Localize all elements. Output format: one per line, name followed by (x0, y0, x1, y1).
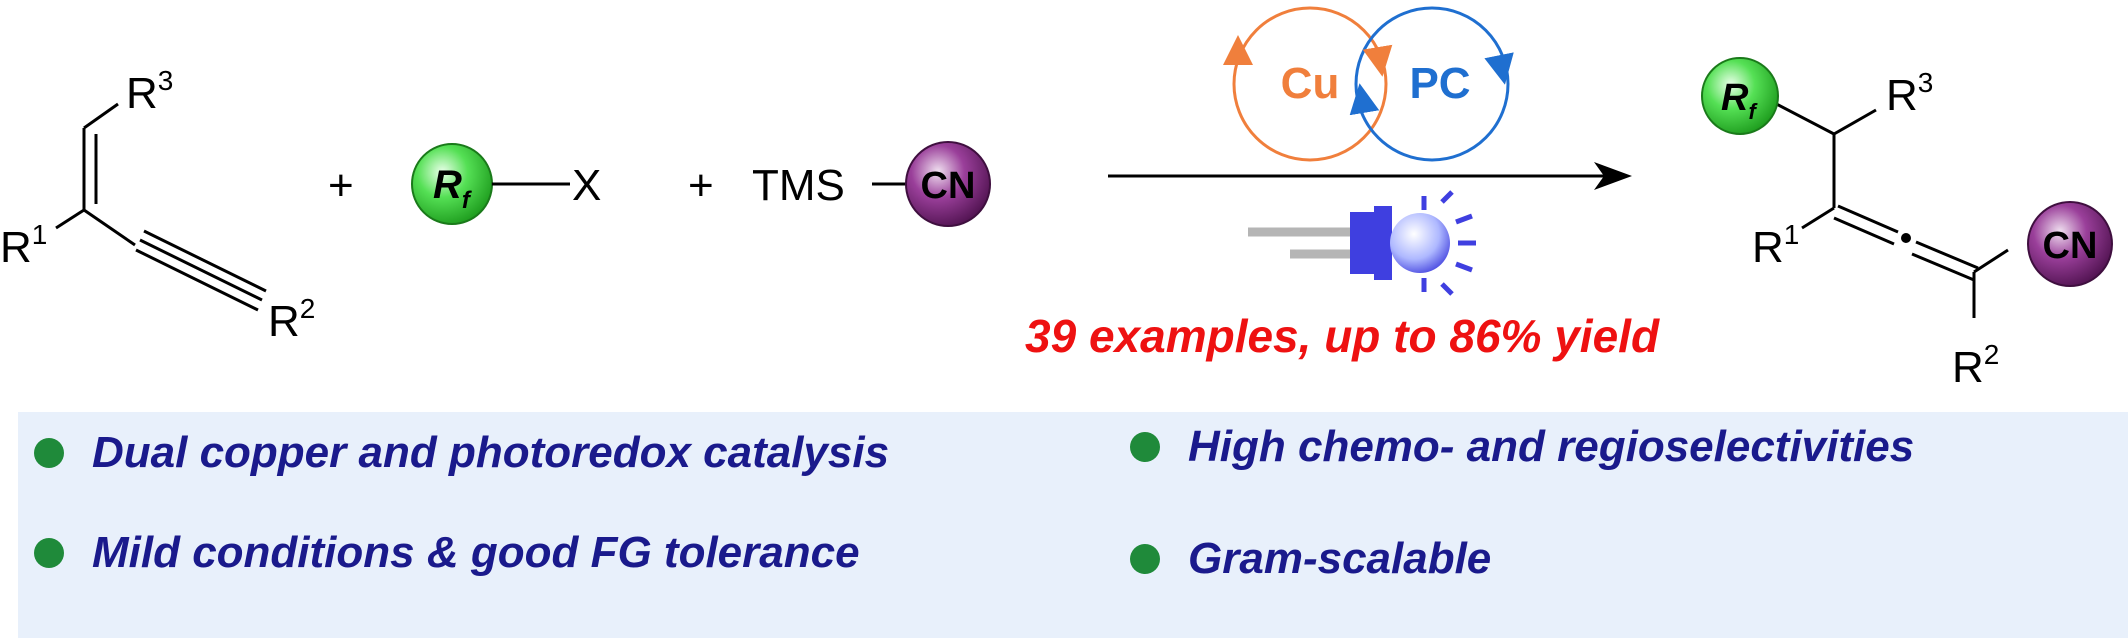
leaving-group-label: X (572, 161, 601, 210)
product-structure (1741, 84, 2009, 318)
pc-cycle-arrow-1 (1484, 52, 1514, 85)
enyne-reactant (55, 102, 267, 312)
cn-label: CN (921, 165, 976, 207)
feature-text: Gram-scalable (1188, 534, 1492, 583)
product-r1-label: R1 (1752, 219, 1799, 272)
bullet-icon (1130, 432, 1160, 462)
feature-text: Mild conditions & good FG tolerance (92, 528, 860, 577)
bullet-icon (1130, 544, 1160, 574)
product-cn-ball (2027, 201, 2113, 287)
feature-text: High chemo- and regioselectivities (1188, 422, 1915, 471)
plus-sign-1: + (328, 161, 354, 210)
tms-label: TMS (752, 161, 845, 210)
cu-label: Cu (1281, 59, 1340, 108)
r1-label: R1 (0, 219, 47, 272)
propargyl-bond (83, 208, 136, 247)
allene-bond-1b (1833, 216, 1895, 246)
cn-allene-bond (1973, 248, 2009, 274)
product-r2-label: R2 (1952, 339, 1999, 392)
allene-bond-2b (1911, 252, 1975, 282)
alkyne-bond-3 (143, 229, 267, 293)
r2-label: R2 (268, 293, 315, 346)
r3-bond (83, 102, 119, 130)
r1-allene-bond (1801, 206, 1835, 230)
r1-bond (55, 208, 85, 230)
cu-cycle-arrow-2 (1362, 44, 1393, 77)
features-panel (18, 412, 2128, 638)
r3-ch-bond (1833, 108, 1877, 136)
plus-sign-2: + (688, 161, 714, 210)
bullet-icon (34, 538, 64, 568)
product-rf-ball (1701, 57, 1779, 135)
pc-cycle-arrow-2 (1349, 83, 1380, 116)
blue-led-icon (1248, 190, 1476, 296)
reaction-arrow-head (1594, 162, 1632, 190)
bullet-icon (34, 438, 64, 468)
allene-bond-2a (1915, 240, 1979, 270)
rf-label: Rf (433, 163, 472, 214)
feature-item: High chemo- and regioselectivities (1130, 422, 1914, 472)
alkyne-bond-2 (135, 248, 259, 312)
feature-item: Dual copper and photoredox catalysis (34, 428, 889, 478)
feature-item: Mild conditions & good FG tolerance (34, 528, 860, 578)
yield-note: 39 examples, up to 86% yield (1025, 310, 1660, 362)
cn-ball (905, 141, 991, 227)
feature-text: Dual copper and photoredox catalysis (92, 428, 890, 477)
pc-label: PC (1409, 59, 1470, 108)
allene-center-dot (1901, 233, 1911, 243)
r3-label: R3 (126, 65, 173, 118)
cu-cycle (1232, 6, 1388, 162)
allene-bond-1a (1837, 204, 1899, 234)
product-r3-label: R3 (1886, 67, 1933, 120)
alkyne-bond-1 (139, 238, 263, 302)
product-rf-label: Rf (1721, 77, 1758, 124)
product-cn-label: CN (2043, 225, 2098, 267)
feature-item: Gram-scalable (1130, 534, 1491, 584)
